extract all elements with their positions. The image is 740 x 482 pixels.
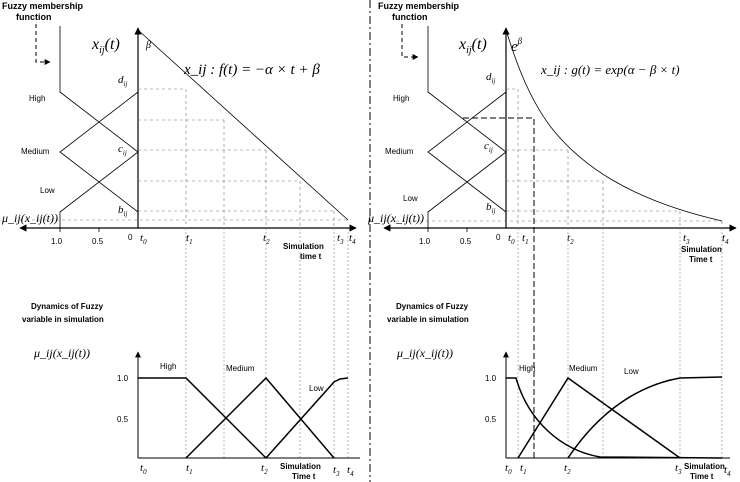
right-membership-medium bbox=[427, 91, 507, 213]
right-time-t1: t1 bbox=[522, 232, 529, 246]
left-membership-low bbox=[59, 151, 139, 228]
right-x-axis-label: xij(t) bbox=[458, 36, 487, 56]
right-mu-tick-0: 0 bbox=[496, 233, 501, 242]
right-term-medium: Medium bbox=[385, 147, 414, 156]
left-dyn-t3: t3 bbox=[333, 464, 340, 478]
right-dyn-t2: t2 bbox=[564, 462, 571, 476]
left-dyn-sim-2: Time t bbox=[292, 472, 316, 481]
left-mu-tick-05: 0.5 bbox=[92, 237, 104, 246]
right-time-t3: t3 bbox=[683, 232, 690, 246]
left-x-axis-label: xij(t) bbox=[91, 36, 120, 56]
left-time-t0: t0 bbox=[140, 232, 147, 246]
right-dyn-low-curve bbox=[567, 376, 723, 459]
left-membership-title-1: Fuzzy membership bbox=[2, 1, 84, 11]
left-dyn-low-curve bbox=[265, 377, 349, 459]
left-membership-title-2: function bbox=[16, 12, 52, 22]
left-grid bbox=[20, 88, 348, 228]
left-dyn-y-tick-05: 0.5 bbox=[117, 415, 129, 424]
right-dyn-sim-1: Simulation bbox=[684, 462, 725, 471]
left-dyn-y-label: μ_ij(x_ij(t)) bbox=[33, 346, 90, 360]
right-dyn-term-low: Low bbox=[624, 367, 639, 376]
right-level-b: bij bbox=[486, 201, 495, 215]
left-dyn-sim-1: Simulation bbox=[280, 462, 321, 471]
right-dyn-title-2: variable in simulation bbox=[387, 315, 469, 324]
left-mu-axis-label: μ_ij(x_ij(t)) bbox=[1, 211, 58, 225]
right-exp-curve bbox=[505, 29, 723, 222]
right-membership-high bbox=[427, 26, 507, 153]
left-membership-medium bbox=[59, 91, 139, 213]
left-dyn-t4: t4 bbox=[347, 464, 354, 478]
left-level-b: bij bbox=[118, 204, 127, 218]
left-dyn-title-2: variable in simulation bbox=[22, 315, 104, 324]
right-dyn-t1: t1 bbox=[520, 462, 527, 476]
left-time-t4: t4 bbox=[349, 232, 356, 246]
right-dyn-y-tick-05: 0.5 bbox=[485, 415, 497, 424]
left-membership-high bbox=[59, 26, 139, 153]
left-level-d: dij bbox=[118, 74, 127, 88]
left-term-high: High bbox=[29, 94, 45, 103]
right-grid bbox=[384, 88, 723, 228]
right-e-beta-label: eβ bbox=[511, 36, 523, 55]
right-level-c: cij bbox=[484, 140, 493, 154]
right-dyn-t3: t3 bbox=[675, 462, 682, 476]
right-mu-tick-05: 0.5 bbox=[460, 237, 472, 246]
left-time-t2: t2 bbox=[263, 232, 270, 246]
left-term-medium: Medium bbox=[21, 147, 50, 156]
right-dyn-title-1: Dynamics of Fuzzy bbox=[396, 302, 469, 311]
right-time-t0: t0 bbox=[508, 232, 515, 246]
left-time-t1: t1 bbox=[186, 232, 193, 246]
right-dyn-term-medium: Medium bbox=[569, 364, 598, 373]
right-dyn-y-tick-1: 1.0 bbox=[485, 374, 497, 383]
right-membership-title-1: Fuzzy membership bbox=[378, 1, 460, 11]
right-dyn-term-high: High bbox=[519, 364, 535, 373]
left-dyn-t2: t2 bbox=[261, 462, 268, 476]
left-beta-label: β bbox=[145, 40, 151, 51]
left-time-t3: t3 bbox=[337, 232, 344, 246]
right-time-t4: t4 bbox=[722, 232, 729, 246]
right-dyn-y-label: μ_ij(x_ij(t)) bbox=[396, 346, 453, 360]
right-sim-time-1: Simulation bbox=[681, 245, 722, 254]
left-mu-tick-0: 0 bbox=[128, 233, 133, 242]
right-panel: Fuzzy membership function xij(t) eβ x_ij… bbox=[367, 1, 737, 481]
left-dyn-t0: t0 bbox=[140, 462, 147, 476]
right-term-high: High bbox=[393, 94, 409, 103]
left-dyn-t1: t1 bbox=[186, 462, 193, 476]
left-level-c: cij bbox=[118, 143, 127, 157]
left-dyn-term-high: High bbox=[160, 362, 176, 371]
right-dyn-sim-2: Time t bbox=[690, 472, 714, 481]
right-mu-tick-1: 1.0 bbox=[419, 237, 431, 246]
right-half-membership-trace bbox=[463, 117, 535, 458]
left-dyn-term-medium: Medium bbox=[226, 364, 255, 373]
left-drop-lines bbox=[185, 228, 349, 458]
left-dyn-medium-curve bbox=[185, 376, 335, 459]
left-linear-curve bbox=[137, 29, 349, 221]
right-dyn-t0: t0 bbox=[505, 462, 512, 476]
right-level-d: dij bbox=[486, 71, 495, 85]
left-sim-time-1: Simulation bbox=[283, 242, 324, 251]
left-mu-tick-1: 1.0 bbox=[51, 237, 63, 246]
left-dyn-term-low: Low bbox=[309, 384, 324, 393]
left-formula: x_ij : f(t) = −α × t + β bbox=[183, 62, 320, 78]
right-term-low: Low bbox=[403, 194, 418, 203]
left-pointer-arrow bbox=[35, 24, 51, 65]
left-panel: Fuzzy membership function xij(t) β x_ij … bbox=[1, 1, 360, 481]
right-pointer-arrow bbox=[401, 24, 419, 60]
left-term-low: Low bbox=[40, 186, 55, 195]
right-sim-time-2: Time t bbox=[689, 255, 713, 264]
right-time-t2: t2 bbox=[567, 232, 574, 246]
left-dyn-y-tick-1: 1.0 bbox=[117, 374, 129, 383]
right-dyn-high-curve bbox=[506, 377, 723, 459]
right-membership-title-2: function bbox=[392, 12, 428, 22]
right-formula: x_ij : g(t) = exp(α − β × t) bbox=[540, 62, 680, 77]
right-mu-axis-label: μ_ij(x_ij(t)) bbox=[367, 211, 424, 225]
left-dyn-high-curve bbox=[138, 377, 267, 459]
left-sim-time-2: time t bbox=[300, 252, 322, 261]
right-membership-low bbox=[427, 151, 507, 228]
right-dyn-t4: t4 bbox=[724, 464, 731, 478]
left-dyn-title-1: Dynamics of Fuzzy bbox=[31, 302, 104, 311]
right-dyn-medium-curve bbox=[517, 376, 681, 459]
